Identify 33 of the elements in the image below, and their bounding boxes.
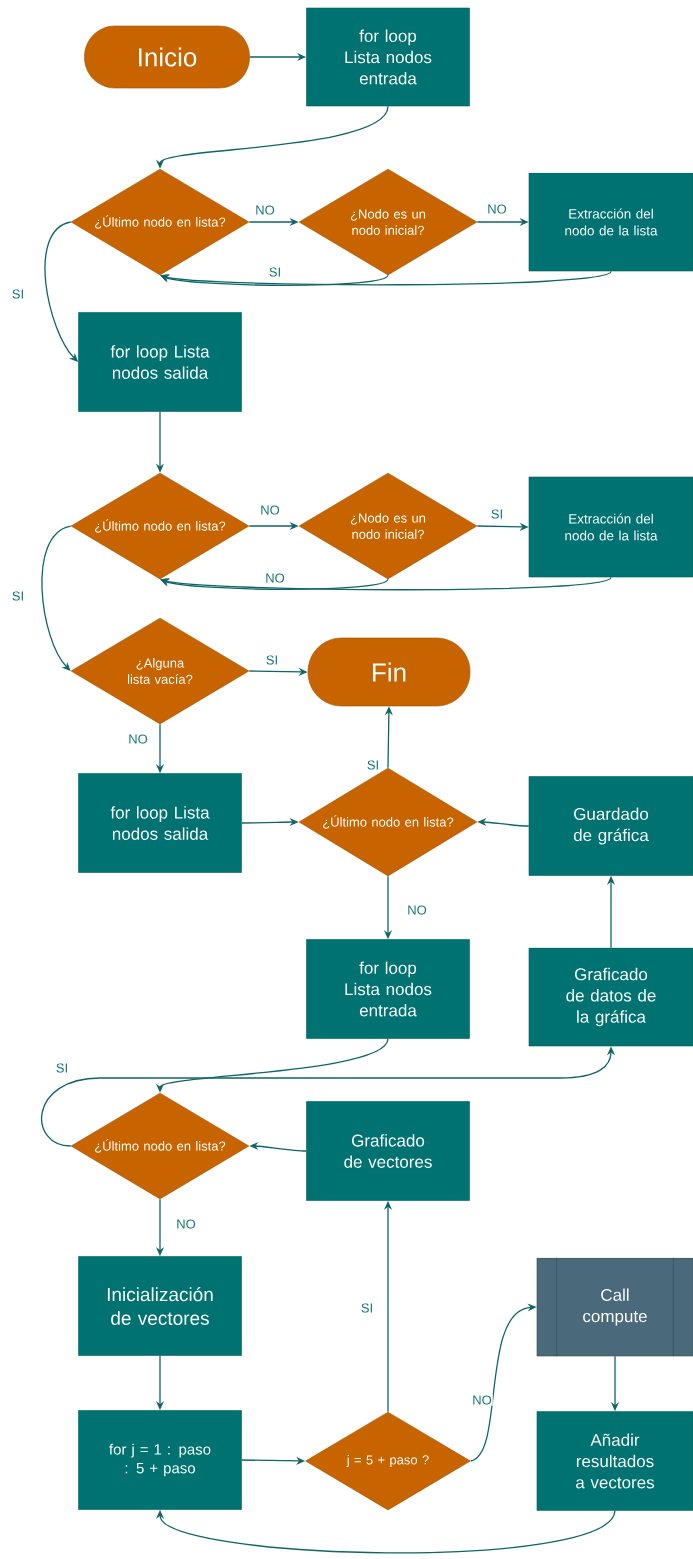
subroutine-box: Call compute <box>536 1257 693 1357</box>
edge-label: NO <box>259 504 281 516</box>
edge-label: SI <box>489 508 505 520</box>
arrow <box>160 578 389 590</box>
process-box: Inicialización de vectores <box>78 1256 242 1356</box>
edge-label: SI <box>54 1062 70 1074</box>
arrow <box>160 270 612 286</box>
edge-label: NO <box>471 1394 493 1406</box>
process-box: for j = 1 : paso : 5 + paso <box>78 1410 242 1510</box>
edge-label: NO <box>486 203 508 215</box>
edge-label: SI <box>267 266 283 278</box>
arrow <box>41 525 72 671</box>
process-box: Guardado de gráfica <box>528 776 693 876</box>
arrow <box>160 274 389 286</box>
process-box: Graficado de datos de la gráfica <box>528 947 693 1047</box>
edge-label: SI <box>359 1302 375 1314</box>
process-box: Extracción del nodo de la lista <box>528 476 693 578</box>
edge-label: NO <box>175 1218 197 1230</box>
process-box: Graficado de vectores <box>306 1101 470 1201</box>
process-box: for loop Lista nodos salida <box>78 312 242 412</box>
edge-label: NO <box>254 204 276 216</box>
process-box: for loop Lista nodos entrada <box>306 939 470 1039</box>
process-box: for loop Lista nodos entrada <box>306 7 470 107</box>
arrow <box>160 576 612 591</box>
edge-label: NO <box>406 904 428 916</box>
process-box: Extracción del nodo de la lista <box>528 172 693 272</box>
process-box: Añadir resultados a vectores <box>536 1411 693 1511</box>
edge-label: SI <box>10 288 26 300</box>
edge-label: SI <box>10 590 26 602</box>
process-box: for loop Lista nodos salida <box>78 773 242 873</box>
edge-label: NO <box>264 572 286 584</box>
edge-label: NO <box>127 733 149 745</box>
edge-label: SI <box>264 654 280 666</box>
